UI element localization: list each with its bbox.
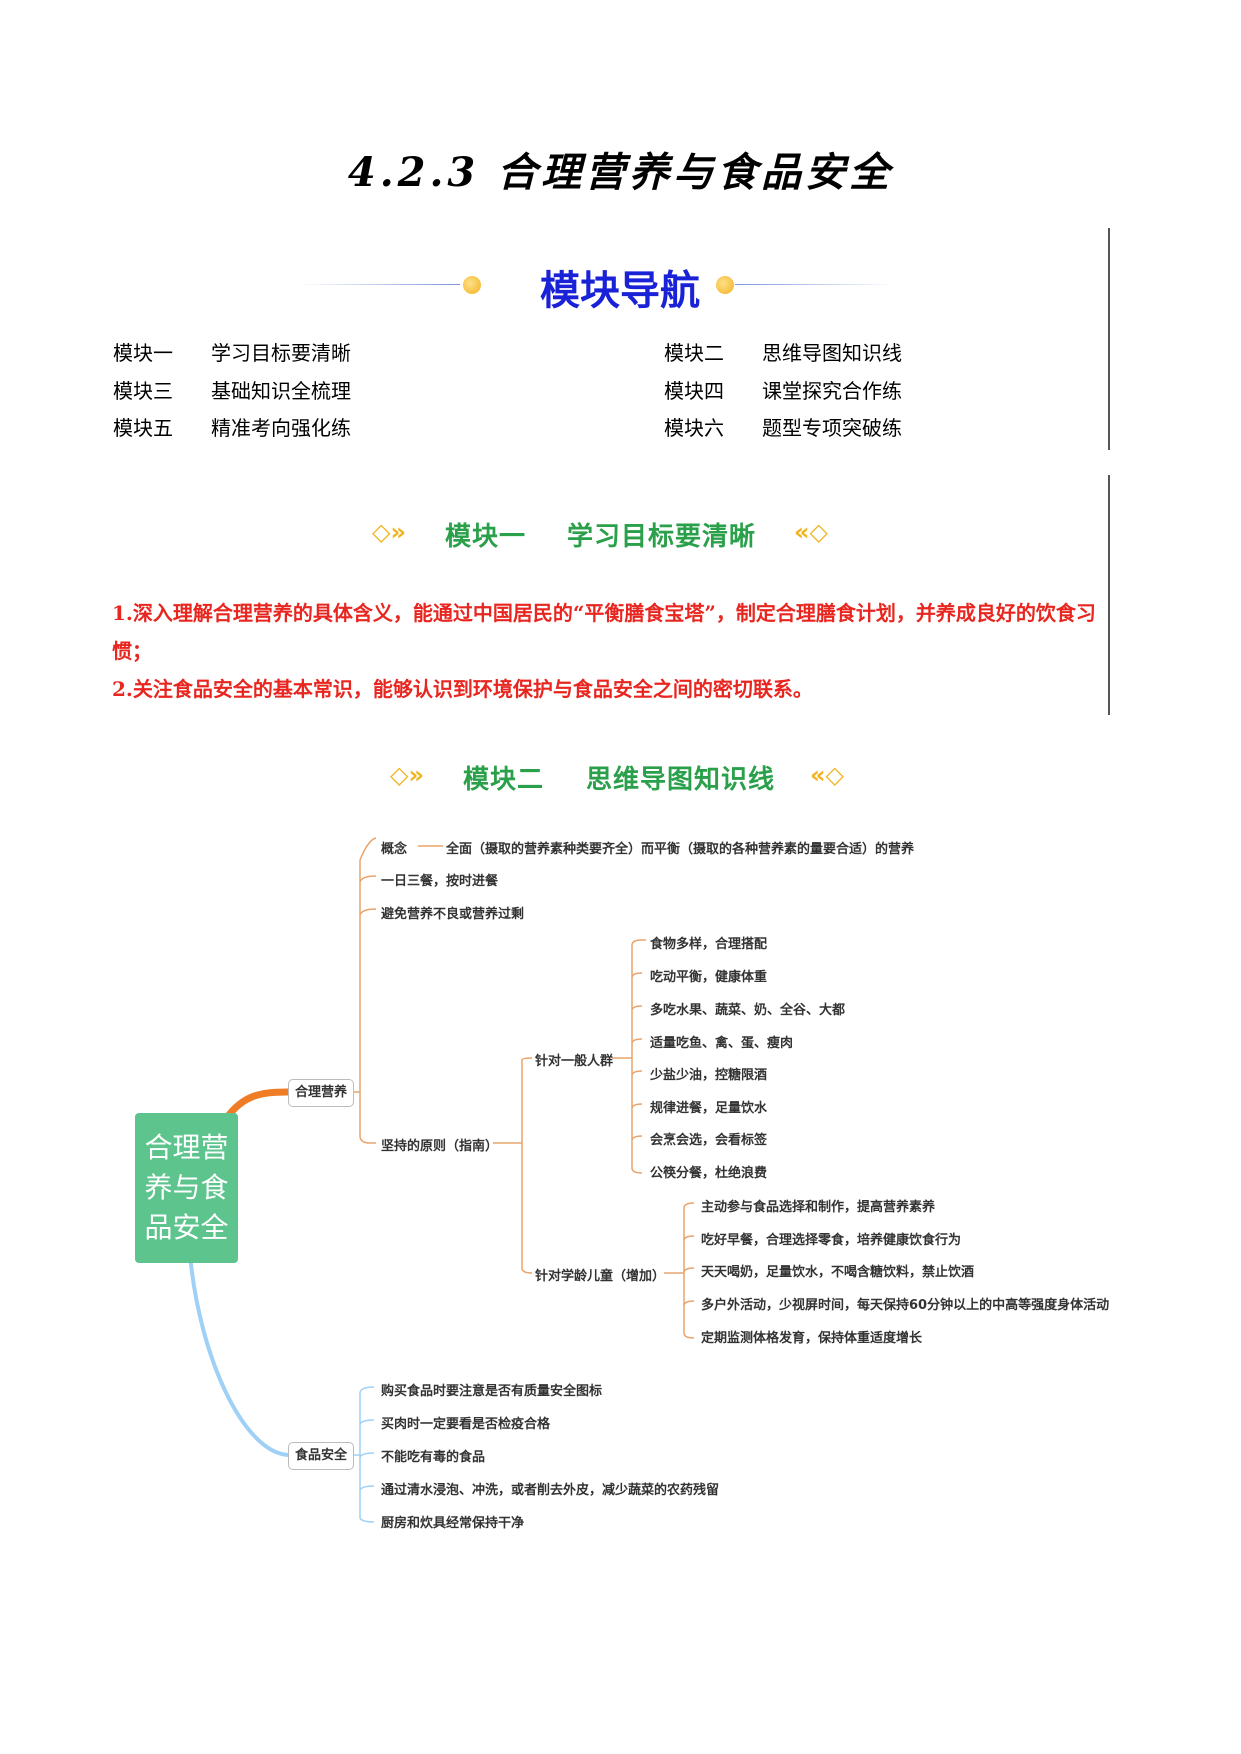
mindmap-branch-nutrition: 合理营养: [288, 1079, 354, 1107]
gold-dot-icon: [716, 276, 734, 294]
nav-item-label: 题型专项突破练: [762, 416, 902, 440]
nav-item-num: 模块二: [664, 341, 724, 365]
mindmap-root: 合理营养与食品安全: [135, 1113, 238, 1263]
module1-label: 学习目标要清晰: [567, 522, 757, 552]
mindmap-leaf: 购买食品时要注意是否有质量安全图标: [381, 1384, 603, 1399]
nav-item-label: 精准考向强化练: [211, 416, 351, 440]
mindmap-leaf: 定期监测体格发育，保持体重适度增长: [701, 1331, 923, 1346]
mindmap-leaf: 规律进餐，足量饮水: [650, 1101, 768, 1116]
mindmap-leaf: 适量吃鱼、禽、蛋、瘦肉: [650, 1036, 794, 1051]
nav-item-label: 学习目标要清晰: [211, 341, 351, 365]
module2-num: 模块二: [463, 765, 545, 795]
mindmap-node: 一日三餐，按时进餐: [381, 874, 499, 889]
nav-item-label: 课堂探究合作练: [762, 379, 902, 403]
mindmap-leaf: 少盐少油，控糖限酒: [650, 1068, 768, 1083]
nav-header-line: [300, 284, 460, 285]
page-title: 4.2.3 合理营养与食品安全: [347, 149, 894, 196]
nav-item-module2[interactable]: 模块二 思维导图知识线: [664, 337, 902, 366]
nav-item-module5[interactable]: 模块五 精准考向强化练: [113, 412, 351, 441]
nav-item-module6[interactable]: 模块六 题型专项突破练: [664, 412, 902, 441]
nav-item-label: 思维导图知识线: [762, 341, 902, 365]
nav-item-module1[interactable]: 模块一 学习目标要清晰: [113, 337, 351, 366]
mindmap-leaf: 天天喝奶，足量饮水，不喝含糖饮料，禁止饮酒: [701, 1265, 975, 1280]
mindmap-leaf: 多户外活动，少视屏时间，每天保持60分钟以上的中高等强度身体活动: [701, 1298, 1110, 1313]
mindmap-leaf: 吃动平衡，健康体重: [650, 970, 768, 985]
double-chevron-right-icon: ◇»: [372, 518, 406, 546]
mindmap-leaf: 主动参与食品选择和制作，提高营养素养: [701, 1200, 936, 1215]
mindmap-general-group: 针对一般人群: [535, 1054, 614, 1069]
module2-label: 思维导图知识线: [586, 765, 776, 795]
mindmap-node: 避免营养不良或营养过剩: [381, 907, 525, 922]
mindmap-leaf: 通过清水浸泡、冲洗，或者削去外皮，减少蔬菜的农药残留: [381, 1483, 720, 1498]
nav-item-num: 模块六: [664, 416, 724, 440]
nav-item-label: 基础知识全梳理: [211, 379, 351, 403]
mindmap-concept-text: 全面（摄取的营养素种类要齐全）而平衡（摄取的各种营养素的量要合适）的营养: [446, 842, 915, 857]
nav-item-num: 模块五: [113, 416, 173, 440]
mindmap-branch-food-safety: 食品安全: [288, 1442, 354, 1470]
nav-item-num: 模块三: [113, 379, 173, 403]
objective-1: 1.深入理解合理营养的具体含义，能通过中国居民的“平衡膳食宝塔”，制定合理膳食计…: [112, 601, 1096, 663]
double-chevron-left-icon: «◇: [810, 761, 844, 789]
mindmap-leaf: 不能吃有毒的食品: [381, 1450, 486, 1465]
module2-header: ◇» 模块二 思维导图知识线 «◇: [390, 759, 890, 799]
mindmap-leaf: 吃好早餐，合理选择零食，培养健康饮食行为: [701, 1233, 962, 1248]
nav-item-module4[interactable]: 模块四 课堂探究合作练: [664, 375, 902, 404]
mindmap-leaf: 多吃水果、蔬菜、奶、全谷、大都: [650, 1003, 846, 1018]
mindmap-leaf: 公筷分餐，杜绝浪费: [650, 1166, 768, 1181]
gold-dot-icon: [463, 276, 481, 294]
nav-item-module3[interactable]: 模块三 基础知识全梳理: [113, 375, 351, 404]
mindmap-leaf: 买肉时一定要看是否检疫合格: [381, 1417, 551, 1432]
section-border-right: [1108, 228, 1110, 450]
double-chevron-right-icon: ◇»: [390, 761, 424, 789]
nav-item-num: 模块四: [664, 379, 724, 403]
mindmap-leaf: 食物多样，合理搭配: [650, 937, 768, 952]
double-chevron-left-icon: «◇: [794, 518, 828, 546]
nav-header-line: [735, 284, 895, 285]
nav-title: 模块导航: [540, 267, 700, 314]
section-border-right: [1108, 475, 1110, 715]
module1-num: 模块一: [445, 522, 527, 552]
mindmap-children-group: 针对学龄儿童（增加）: [535, 1269, 666, 1284]
mindmap-leaf: 会烹会选，会看标签: [650, 1133, 768, 1148]
mindmap-leaf: 厨房和炊具经常保持干净: [381, 1516, 525, 1531]
mindmap-principle: 坚持的原则（指南）: [381, 1139, 499, 1154]
objective-2: 2.关注食品安全的基本常识，能够认识到环境保护与食品安全之间的密切联系。: [112, 677, 813, 701]
nav-item-num: 模块一: [113, 341, 173, 365]
mindmap-concept-label: 概念: [381, 842, 408, 857]
module1-header: ◇» 模块一 学习目标要清晰 «◇: [372, 516, 872, 556]
